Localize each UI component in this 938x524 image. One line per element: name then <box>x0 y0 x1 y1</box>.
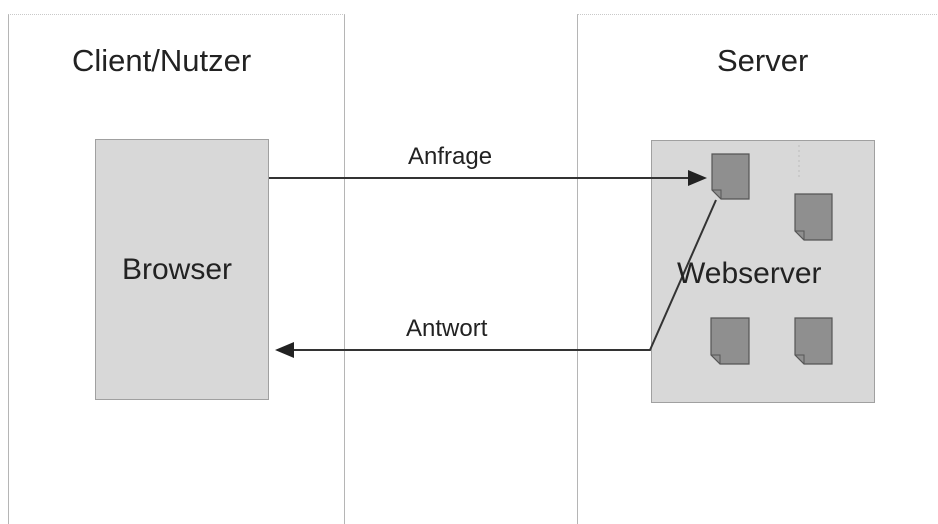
response-arrowhead <box>275 342 294 358</box>
webserver-label: Webserver <box>677 257 822 290</box>
document-icon <box>710 317 750 365</box>
server-panel-title: Server <box>717 43 809 78</box>
browser-label: Browser <box>122 253 233 286</box>
response-arrow-line <box>292 199 717 351</box>
browser-box <box>95 139 269 400</box>
client-panel <box>8 14 345 524</box>
response-label: Antwort <box>406 315 488 342</box>
server-panel <box>577 14 938 524</box>
document-icon <box>711 153 750 200</box>
document-icon <box>794 193 833 241</box>
document-icon <box>794 317 833 365</box>
client-panel-title: Client/Nutzer <box>72 43 252 78</box>
request-arrowhead <box>688 170 707 186</box>
request-label: Anfrage <box>408 143 493 170</box>
